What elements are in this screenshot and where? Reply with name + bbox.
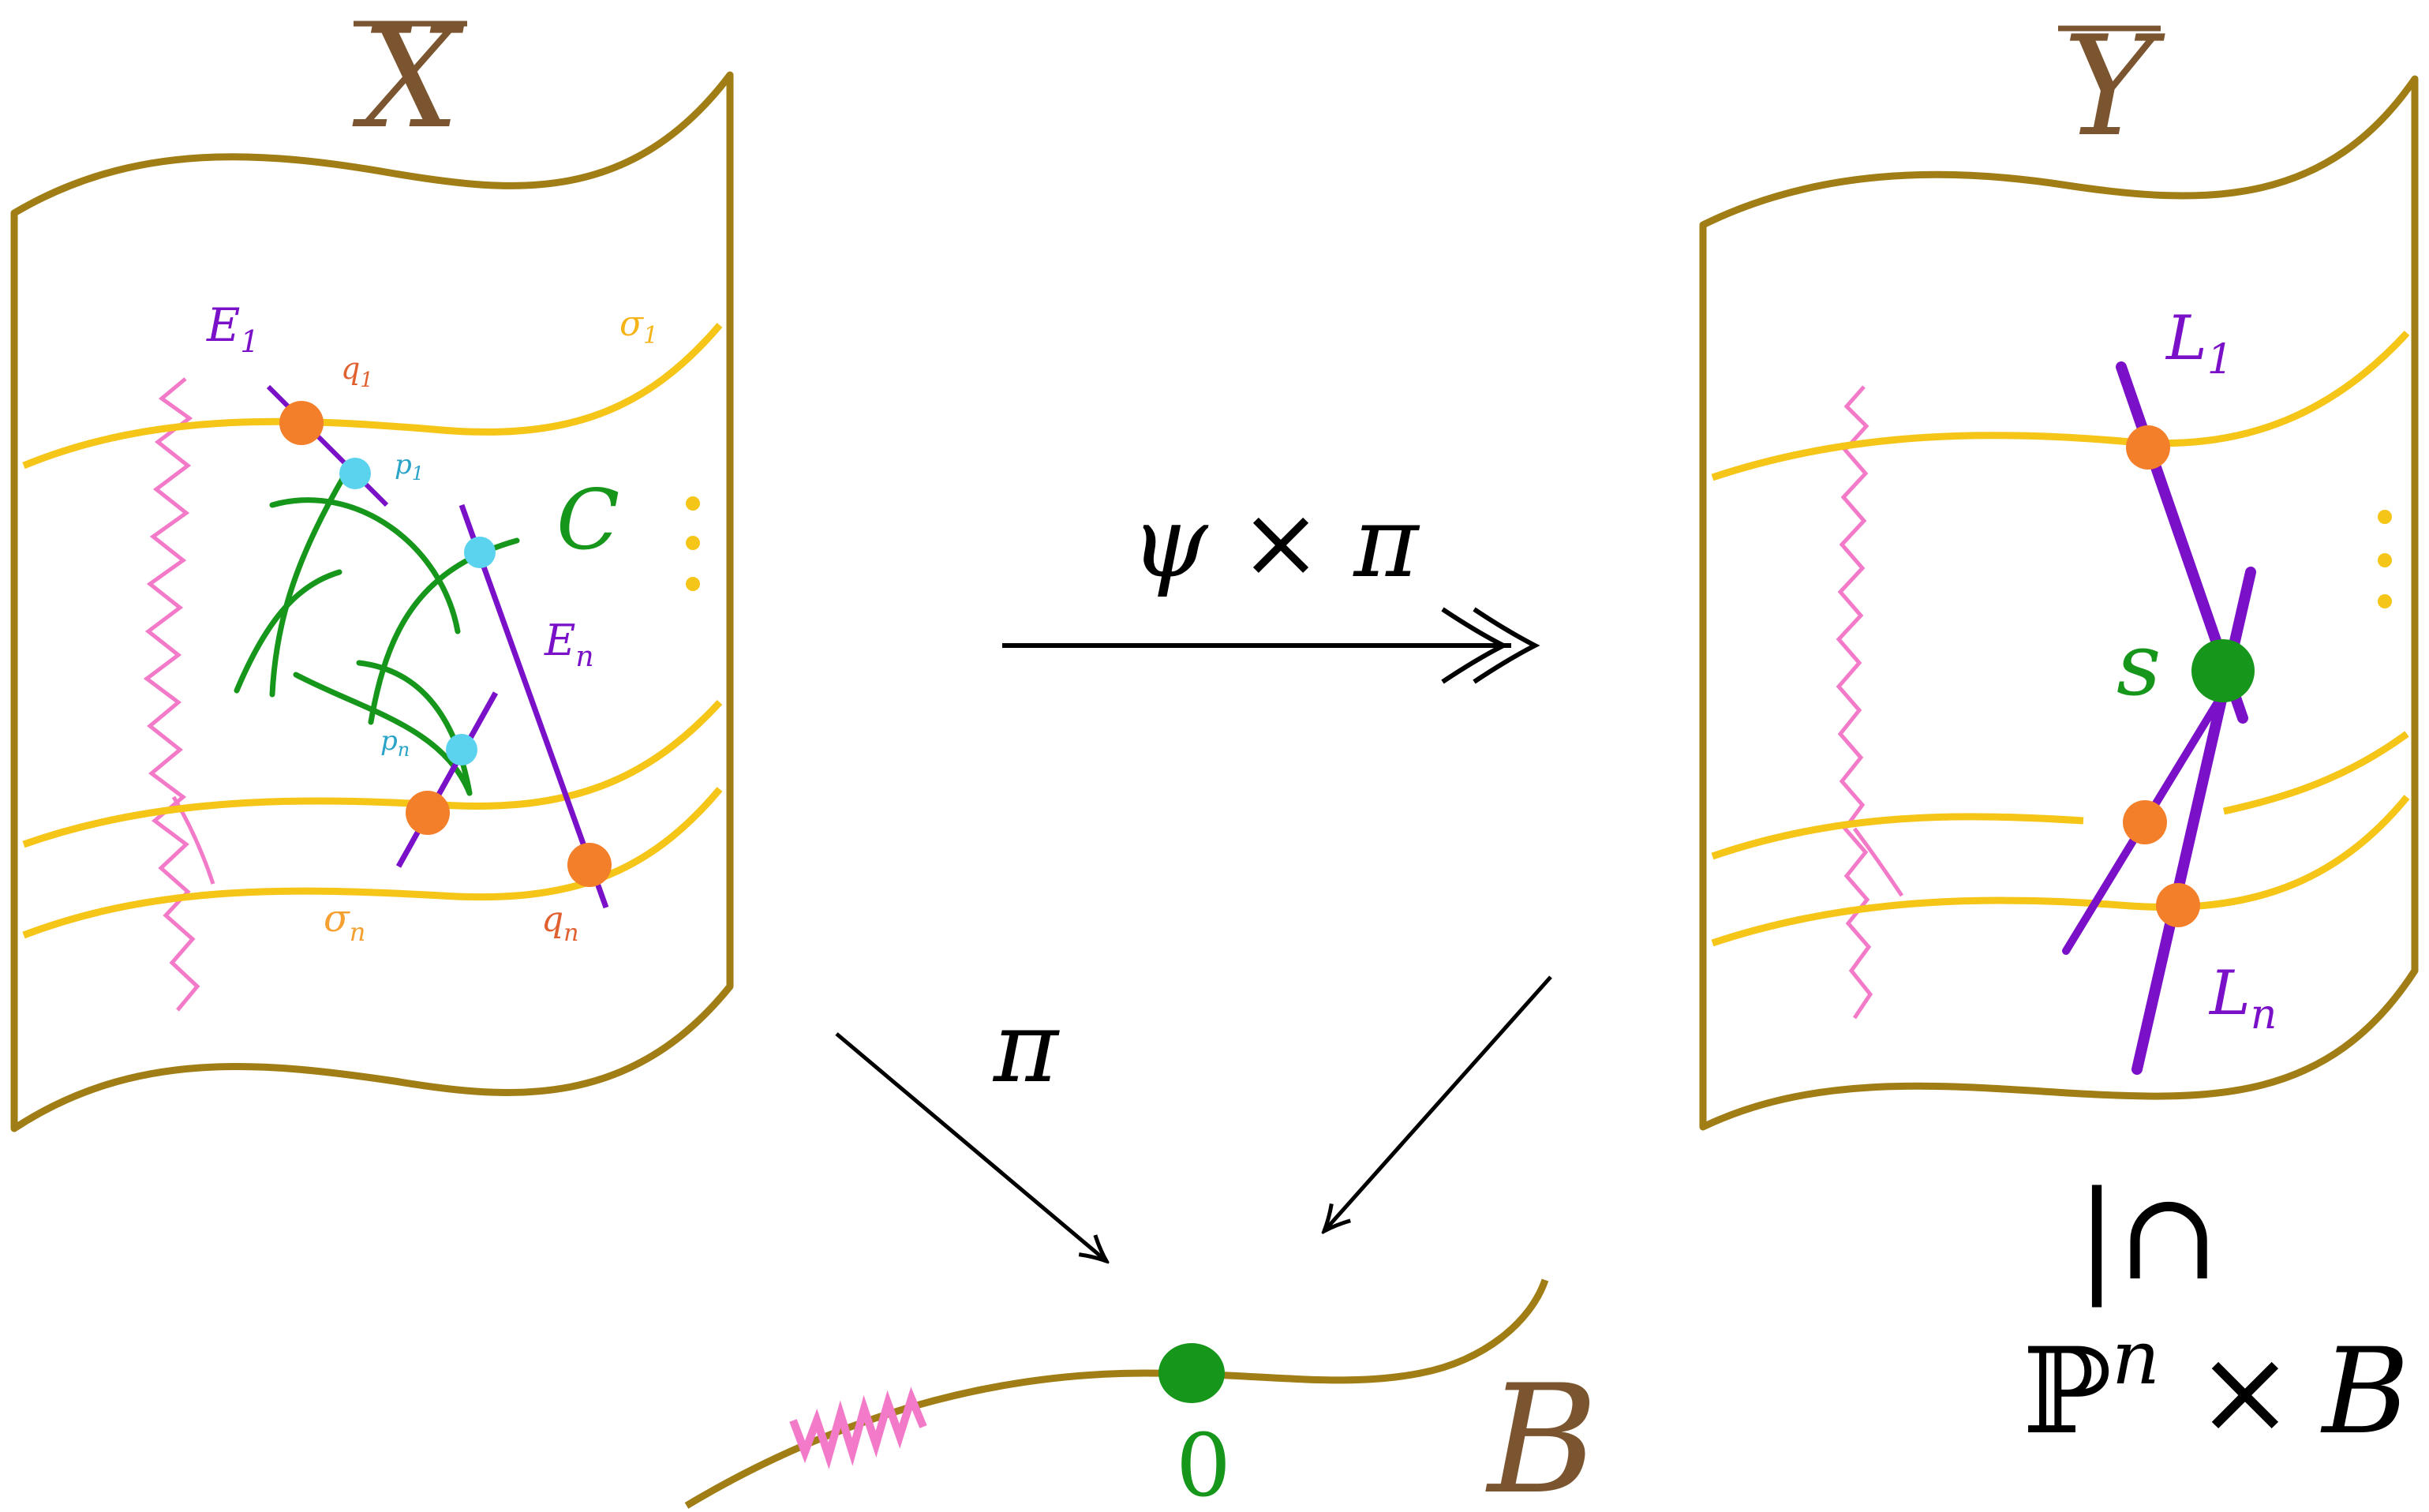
qn-label: qn bbox=[541, 900, 579, 947]
top-arrow-label: ψ×π bbox=[1131, 485, 1420, 600]
top-arrow-head-1 bbox=[1441, 607, 1509, 684]
base-curve-line bbox=[684, 1278, 1549, 1509]
right-surface: Y L1 s Ln |∩ ℙn×B bbox=[1699, 7, 2419, 1461]
e1-line bbox=[266, 384, 389, 507]
e1-label: E1 bbox=[206, 298, 260, 359]
y-q-mid-point bbox=[2123, 800, 2167, 844]
left-surface-outline bbox=[10, 71, 734, 1132]
ellipsis-dot bbox=[686, 536, 700, 550]
q1-point bbox=[279, 401, 324, 445]
y-title: Y bbox=[2063, 7, 2165, 167]
pn-point bbox=[446, 734, 477, 765]
p1-label: p1 bbox=[395, 449, 424, 485]
q1-label: q1 bbox=[341, 351, 373, 392]
right-arrow-shaft bbox=[1324, 975, 1552, 1231]
base-curve: 0 B bbox=[684, 1278, 1598, 1512]
ln-label: Ln bbox=[2208, 958, 2277, 1039]
left-arrow-label: π bbox=[992, 990, 1060, 1105]
right-diagonal-arrow bbox=[1324, 975, 1552, 1231]
p1-point bbox=[339, 458, 371, 489]
ellipsis-dot bbox=[2378, 553, 2392, 567]
left-diagonal-arrow: π bbox=[835, 990, 1106, 1261]
ellipsis-dot bbox=[686, 577, 700, 591]
sigma1-label: σ1 bbox=[619, 304, 658, 350]
zero-label: 0 bbox=[1176, 1415, 1231, 1512]
s-point bbox=[2191, 639, 2255, 702]
x-title: X bbox=[352, 0, 465, 159]
curve-c bbox=[234, 474, 520, 796]
c-label: C bbox=[556, 472, 619, 568]
right-surface-outline bbox=[1699, 75, 2419, 1131]
left-pink-zigzag bbox=[143, 377, 200, 1012]
right-pink-zigzag bbox=[1836, 385, 1873, 1020]
ellipsis-dot bbox=[2378, 594, 2392, 608]
sigma-1-curve bbox=[22, 323, 723, 470]
en-label: En bbox=[544, 616, 594, 673]
sigman-label: σn bbox=[324, 896, 365, 947]
qn-point bbox=[567, 843, 612, 887]
y-sigma-1-curve bbox=[1711, 330, 2410, 481]
s-label: s bbox=[2116, 614, 2161, 715]
p-mid-point bbox=[464, 537, 496, 568]
q-mid-point bbox=[406, 791, 450, 835]
en-line-short bbox=[395, 691, 499, 868]
top-arrow-head-2 bbox=[1473, 607, 1540, 684]
y-sigma-2-curve-right bbox=[2223, 731, 2409, 815]
pn-label: pn bbox=[380, 725, 410, 761]
left-surface: X E1 q1 p1 σ1 C En pn σn qn bbox=[10, 0, 734, 1132]
y-qn-point bbox=[2156, 883, 2200, 927]
right-pink-tail bbox=[1852, 827, 1904, 897]
ellipsis-dot bbox=[2378, 510, 2392, 524]
subset-symbol: |∩ bbox=[2076, 1165, 2220, 1308]
sigma-n-curve bbox=[22, 787, 723, 939]
en-line bbox=[458, 503, 609, 909]
left-arrow-shaft bbox=[835, 1032, 1106, 1261]
y-q1-point bbox=[2126, 425, 2170, 470]
embedding-target: ℙn×B bbox=[2023, 1315, 2409, 1461]
top-arrow: ψ×π bbox=[1002, 485, 1540, 684]
base-pink-zigzag bbox=[789, 1387, 927, 1469]
y-sigma-2-curve-left bbox=[1711, 813, 2084, 860]
y-sigma-n-curve bbox=[1711, 795, 2410, 947]
ellipsis-dot bbox=[686, 496, 700, 511]
zero-point bbox=[1158, 1343, 1225, 1403]
base-label: B bbox=[1485, 1353, 1598, 1512]
l1-label: L1 bbox=[2165, 303, 2233, 384]
